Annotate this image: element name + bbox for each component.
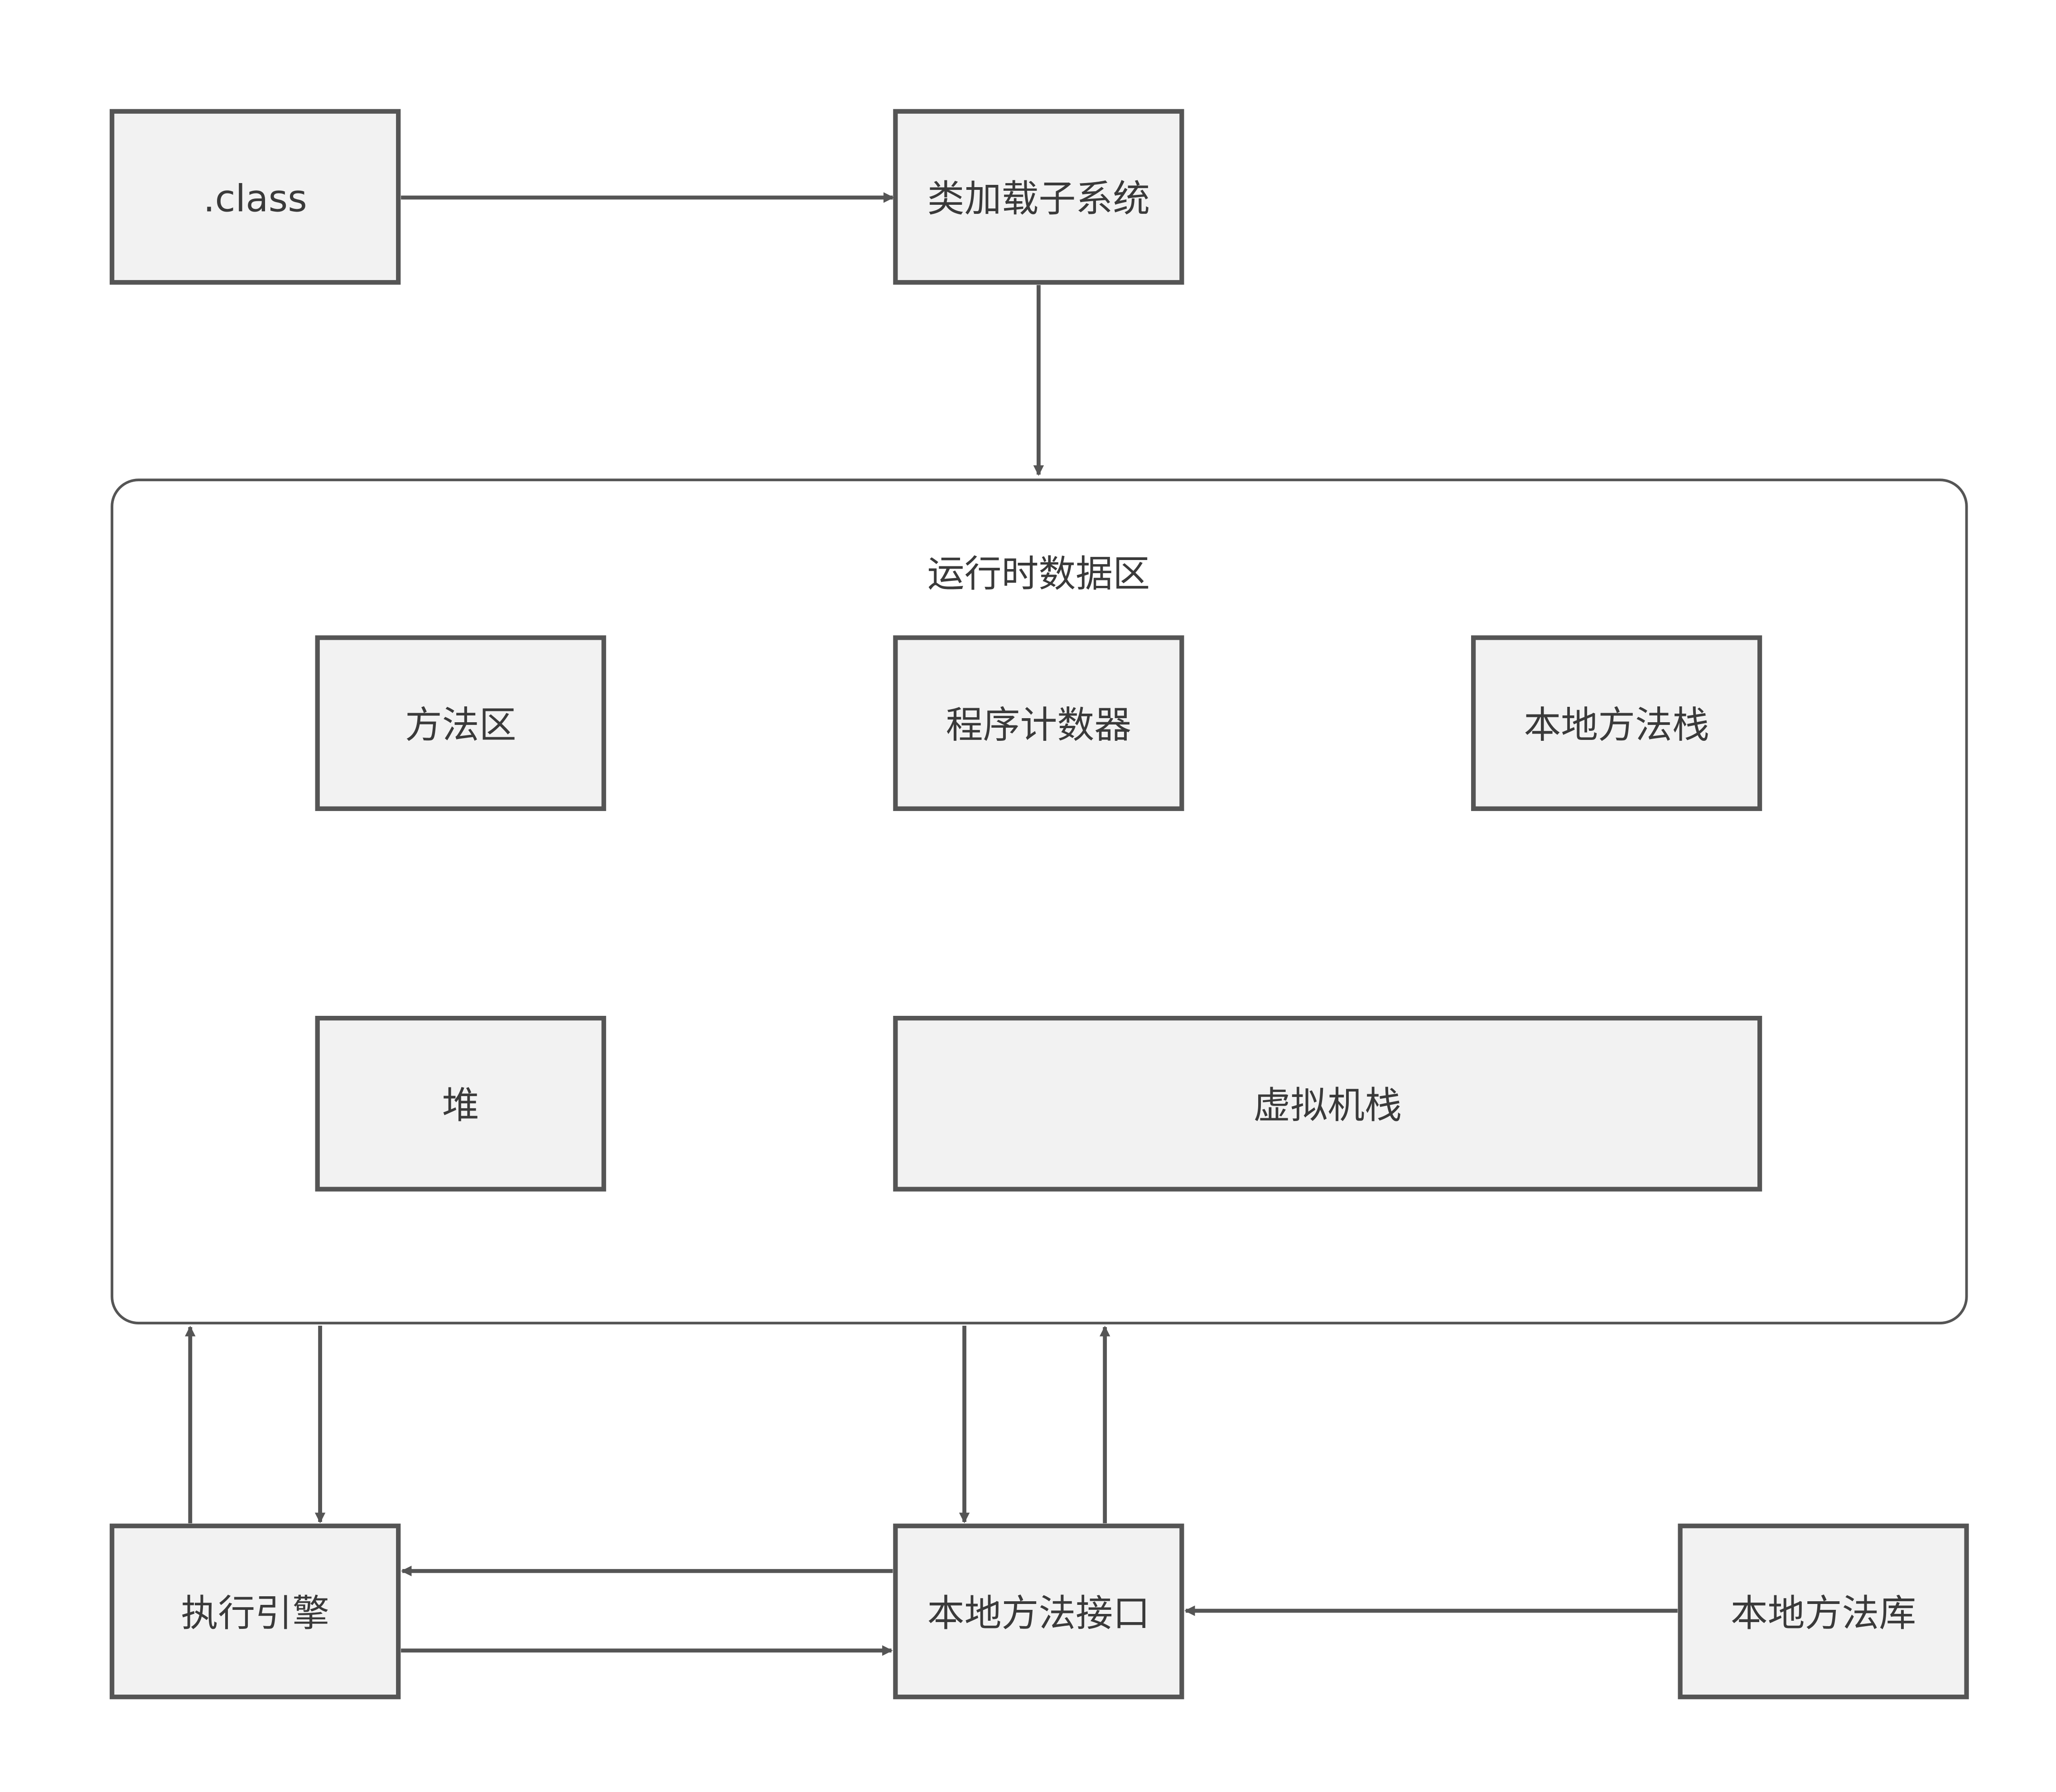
method-area-label: 方法区 — [405, 704, 516, 747]
class-file-label: .class — [203, 177, 307, 220]
vm-stack-node: 虚拟机栈 — [893, 1015, 1762, 1192]
native-library-node: 本地方法库 — [1678, 1523, 1969, 1700]
native-interface-node: 本地方法接口 — [893, 1523, 1184, 1700]
class-loader-node: 类加载子系统 — [893, 109, 1184, 285]
program-counter-node: 程序计数器 — [893, 635, 1184, 811]
native-library-label: 本地方法库 — [1731, 1592, 1916, 1635]
class-loader-label: 类加载子系统 — [927, 177, 1150, 220]
execution-engine-node: 执行引擎 — [110, 1523, 401, 1700]
native-interface-label: 本地方法接口 — [927, 1592, 1150, 1635]
method-area-node: 方法区 — [315, 635, 606, 811]
runtime-data-area-container — [111, 478, 1968, 1324]
vm-stack-label: 虚拟机栈 — [1253, 1084, 1402, 1127]
heap-label: 堆 — [442, 1084, 479, 1127]
execution-engine-label: 执行引擎 — [181, 1592, 329, 1635]
heap-node: 堆 — [315, 1015, 606, 1192]
native-method-stack-node: 本地方法栈 — [1471, 635, 1762, 811]
program-counter-label: 程序计数器 — [946, 704, 1132, 747]
runtime-data-area-title: 运行时数据区 — [927, 552, 1150, 595]
native-method-stack-label: 本地方法栈 — [1524, 704, 1709, 747]
class-file-node: .class — [110, 109, 401, 285]
